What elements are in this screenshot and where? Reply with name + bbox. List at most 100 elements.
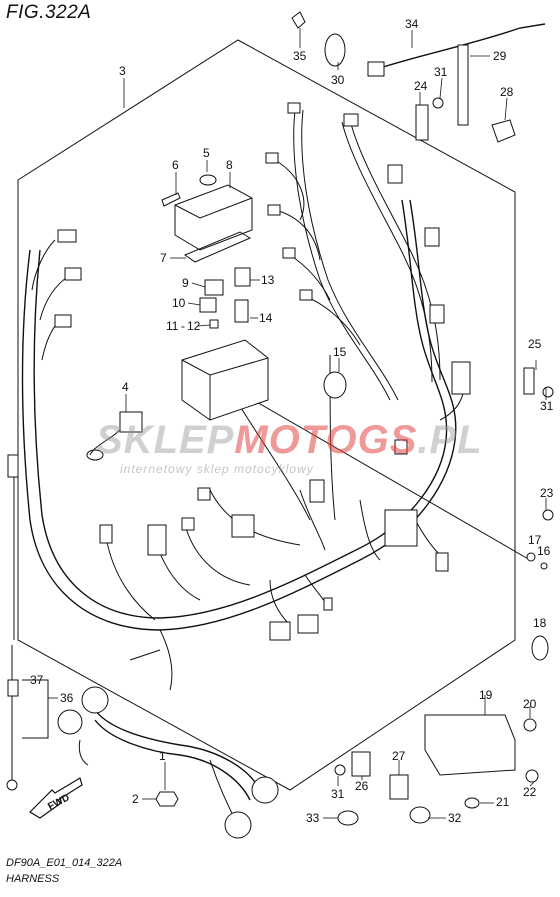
mid-branch-3 — [184, 524, 251, 586]
connector-m — [147, 524, 167, 556]
connector-i — [299, 289, 313, 301]
figure-code: DF90A_E01_014_322A — [6, 857, 123, 869]
figure-name: HARNESS — [6, 873, 60, 885]
connector-d — [287, 102, 301, 114]
connector-n — [99, 524, 113, 544]
bracket-19 — [424, 714, 516, 776]
connector-u — [181, 517, 195, 531]
clamp-18 — [531, 635, 549, 661]
connector-j — [387, 164, 403, 184]
part-label-31b: 31 — [540, 399, 554, 413]
watermark-part3: GS — [357, 418, 418, 462]
cable-34 — [379, 23, 546, 69]
part-label-14: 14 — [259, 311, 273, 325]
connector-e — [343, 113, 359, 127]
washer-17 — [526, 552, 536, 562]
part-label-24: 24 — [414, 79, 428, 93]
bolt-23 — [542, 509, 554, 521]
bracket-26 — [351, 751, 371, 777]
ground-wire — [129, 649, 161, 661]
part-label-28: 28 — [500, 85, 514, 99]
part-label-8: 8 — [226, 158, 233, 172]
clip-35 — [291, 11, 306, 29]
upper-branch-1 — [293, 109, 391, 401]
assembly-frame — [17, 39, 516, 791]
connector-right — [451, 361, 471, 395]
upper-branch-4 — [274, 209, 321, 261]
connector-l — [429, 304, 445, 324]
upper-branch-1b — [301, 109, 399, 401]
connector-34 — [367, 61, 385, 77]
connector-y — [7, 679, 19, 697]
part-label-11: 11 — [166, 319, 179, 333]
connector-s — [197, 487, 211, 501]
clip-6 — [161, 192, 181, 207]
nut-20 — [523, 718, 537, 732]
part-label-21: 21 — [496, 795, 510, 809]
connector-g — [267, 204, 281, 216]
bracket-25 — [523, 367, 535, 395]
clamp-33 — [337, 810, 359, 826]
holder-28 — [491, 119, 516, 143]
part-label-29: 29 — [493, 49, 507, 63]
connector-o — [231, 514, 255, 538]
left-branch-1 — [31, 239, 56, 291]
part-label-25: 25 — [528, 337, 542, 351]
upper-branch-3 — [274, 159, 305, 221]
fwd-arrow-icon: FWD — [29, 777, 83, 819]
nut-2 — [155, 791, 179, 807]
connector-r — [309, 479, 325, 503]
part-label-4: 4 — [122, 380, 129, 394]
main-harness-trunk-inner — [33, 199, 448, 619]
connector-f — [265, 152, 279, 164]
bolt-31a — [432, 97, 444, 109]
leader-36-37 — [22, 679, 49, 739]
bracket-24 — [415, 104, 429, 141]
part-label-31c: 31 — [331, 787, 345, 801]
part-label-6: 6 — [172, 158, 179, 172]
part-label-26: 26 — [355, 779, 369, 793]
part-label-15: 15 — [333, 345, 347, 359]
part-label-36: 36 — [60, 691, 74, 705]
cap-4-wire — [89, 429, 121, 456]
bolt-31b — [542, 386, 554, 398]
connector-k — [424, 227, 440, 247]
part-label-34: 34 — [405, 17, 419, 31]
figure-title: FIG.322A — [6, 2, 92, 23]
part-label-23: 23 — [540, 486, 554, 500]
connector-p — [269, 621, 291, 641]
connector-h — [282, 247, 296, 259]
part-label-2: 2 — [132, 792, 139, 806]
ground-cable — [159, 629, 173, 691]
mid-branch-5 — [299, 489, 326, 551]
connector-v — [435, 552, 449, 572]
module-box — [384, 509, 418, 547]
part-label-33: 33 — [306, 811, 320, 825]
bolt-22 — [525, 769, 539, 783]
part-label-13: 13 — [261, 273, 275, 287]
part-label-27: 27 — [392, 749, 406, 763]
mid-branch-10 — [359, 499, 381, 561]
cap-lower-3 — [251, 776, 279, 804]
cap-15 — [323, 371, 347, 399]
part-label-37: 37 — [30, 673, 44, 687]
connector-q — [297, 614, 319, 634]
watermark-subtitle: internetowy sklep motocyklowy — [120, 462, 314, 476]
part-label-7: 7 — [160, 251, 167, 265]
clamp-30 — [324, 33, 346, 67]
watermark-part4: .PL — [417, 418, 483, 462]
part-label-18: 18 — [533, 616, 547, 630]
cap-lower-2 — [57, 709, 83, 735]
part-label-19: 19 — [479, 688, 493, 702]
fuse-box-8 — [174, 184, 253, 251]
cap-lower-4 — [224, 811, 252, 839]
bolt-31c — [334, 764, 346, 776]
tie-29 — [457, 44, 469, 126]
part-label-20: 20 — [523, 697, 537, 711]
watermark-logo: SKLEPMOTOGS.PL — [96, 418, 483, 463]
part-label-10: 10 — [172, 296, 186, 310]
connector-w — [394, 439, 408, 455]
connector-a — [57, 229, 77, 243]
